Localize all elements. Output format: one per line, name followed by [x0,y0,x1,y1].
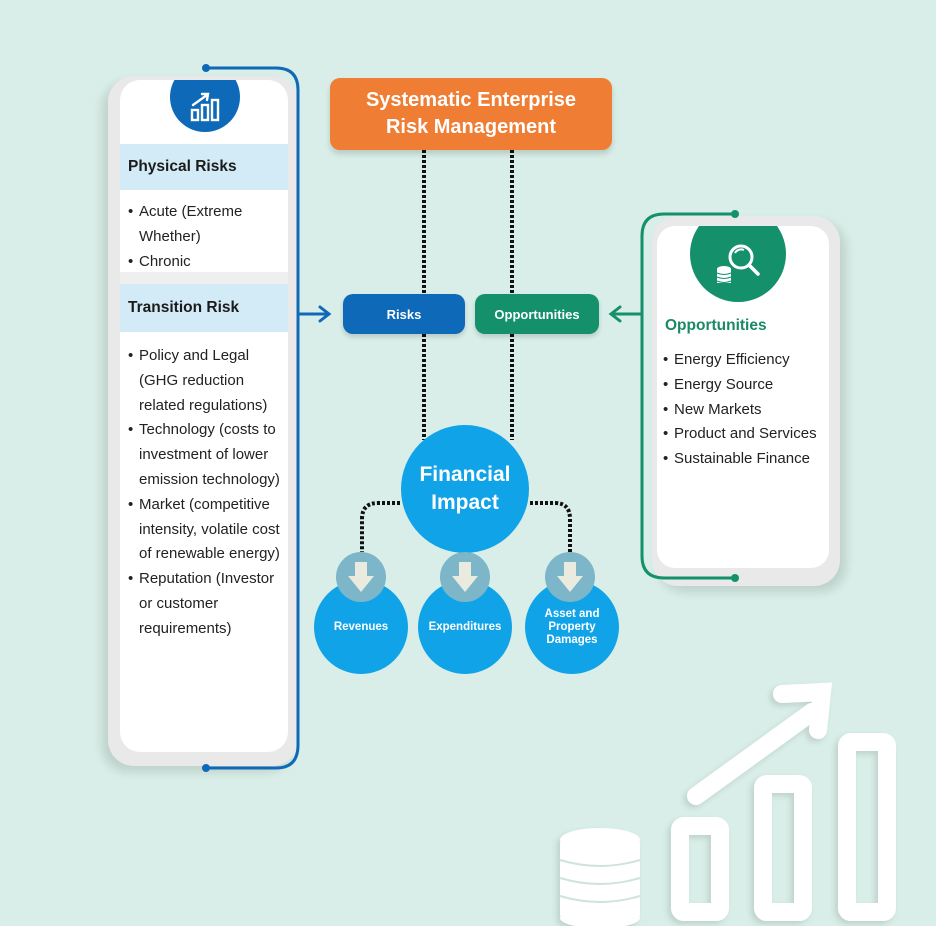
arrow-down-icon [336,552,386,602]
risks-pill: Risks [343,294,465,334]
outcome-label: Asset and Property Damages [544,607,600,646]
section-divider [120,272,288,284]
erm-title-line2: Risk Management [385,116,557,138]
list-item: Technology (costs to investment of lower… [128,418,288,492]
arrow-left-icon [608,305,622,323]
arrow-right-icon [318,305,332,323]
opportunities-pill: Opportunities [475,294,599,334]
list-item: Sustainable Finance [663,447,829,472]
list-item: Reputation (Investor or customer require… [128,567,288,641]
bar-chart-growth-icon [170,80,240,132]
list-item: Acute (Extreme Whether) [128,200,284,250]
physical-risks-heading: Physical Risks [120,144,288,190]
financial-impact-line2: Impact [431,491,499,514]
list-item: Energy Source [663,373,829,398]
dotted-connector [530,501,572,552]
list-item: Policy and Legal (GHG reduction related … [128,344,288,418]
risks-card: Physical Risks Acute (Extreme Whether) C… [120,80,288,752]
financial-impact-circle: Financial Impact [401,425,529,553]
financial-impact-line1: Financial [419,463,511,486]
erm-title-line1: Systematic Enterprise [365,89,577,111]
outcome-label: Revenues [333,620,389,633]
opportunities-list: Energy Efficiency Energy Source New Mark… [663,348,829,472]
dotted-connector [360,501,400,552]
arrow-down-icon [440,552,490,602]
list-item: New Markets [663,398,829,423]
transition-risk-list: Policy and Legal (GHG reduction related … [128,344,288,642]
physical-risks-list: Acute (Extreme Whether) Chronic [128,200,284,274]
list-item: Market (competitive intensity, volatile … [128,493,288,567]
coins-growth-chart-icon [559,682,896,926]
erm-title-box: Systematic Enterprise Risk Management [330,78,612,150]
opportunities-heading: Opportunities [665,317,767,334]
list-item: Product and Services [663,422,829,447]
bracket-dot [202,64,210,72]
outcome-label: Expenditures [428,620,502,633]
transition-risk-heading: Transition Risk [120,284,288,332]
list-item: Energy Efficiency [663,348,829,373]
arrow-down-icon [545,552,595,602]
list-item: Chronic [128,250,284,275]
